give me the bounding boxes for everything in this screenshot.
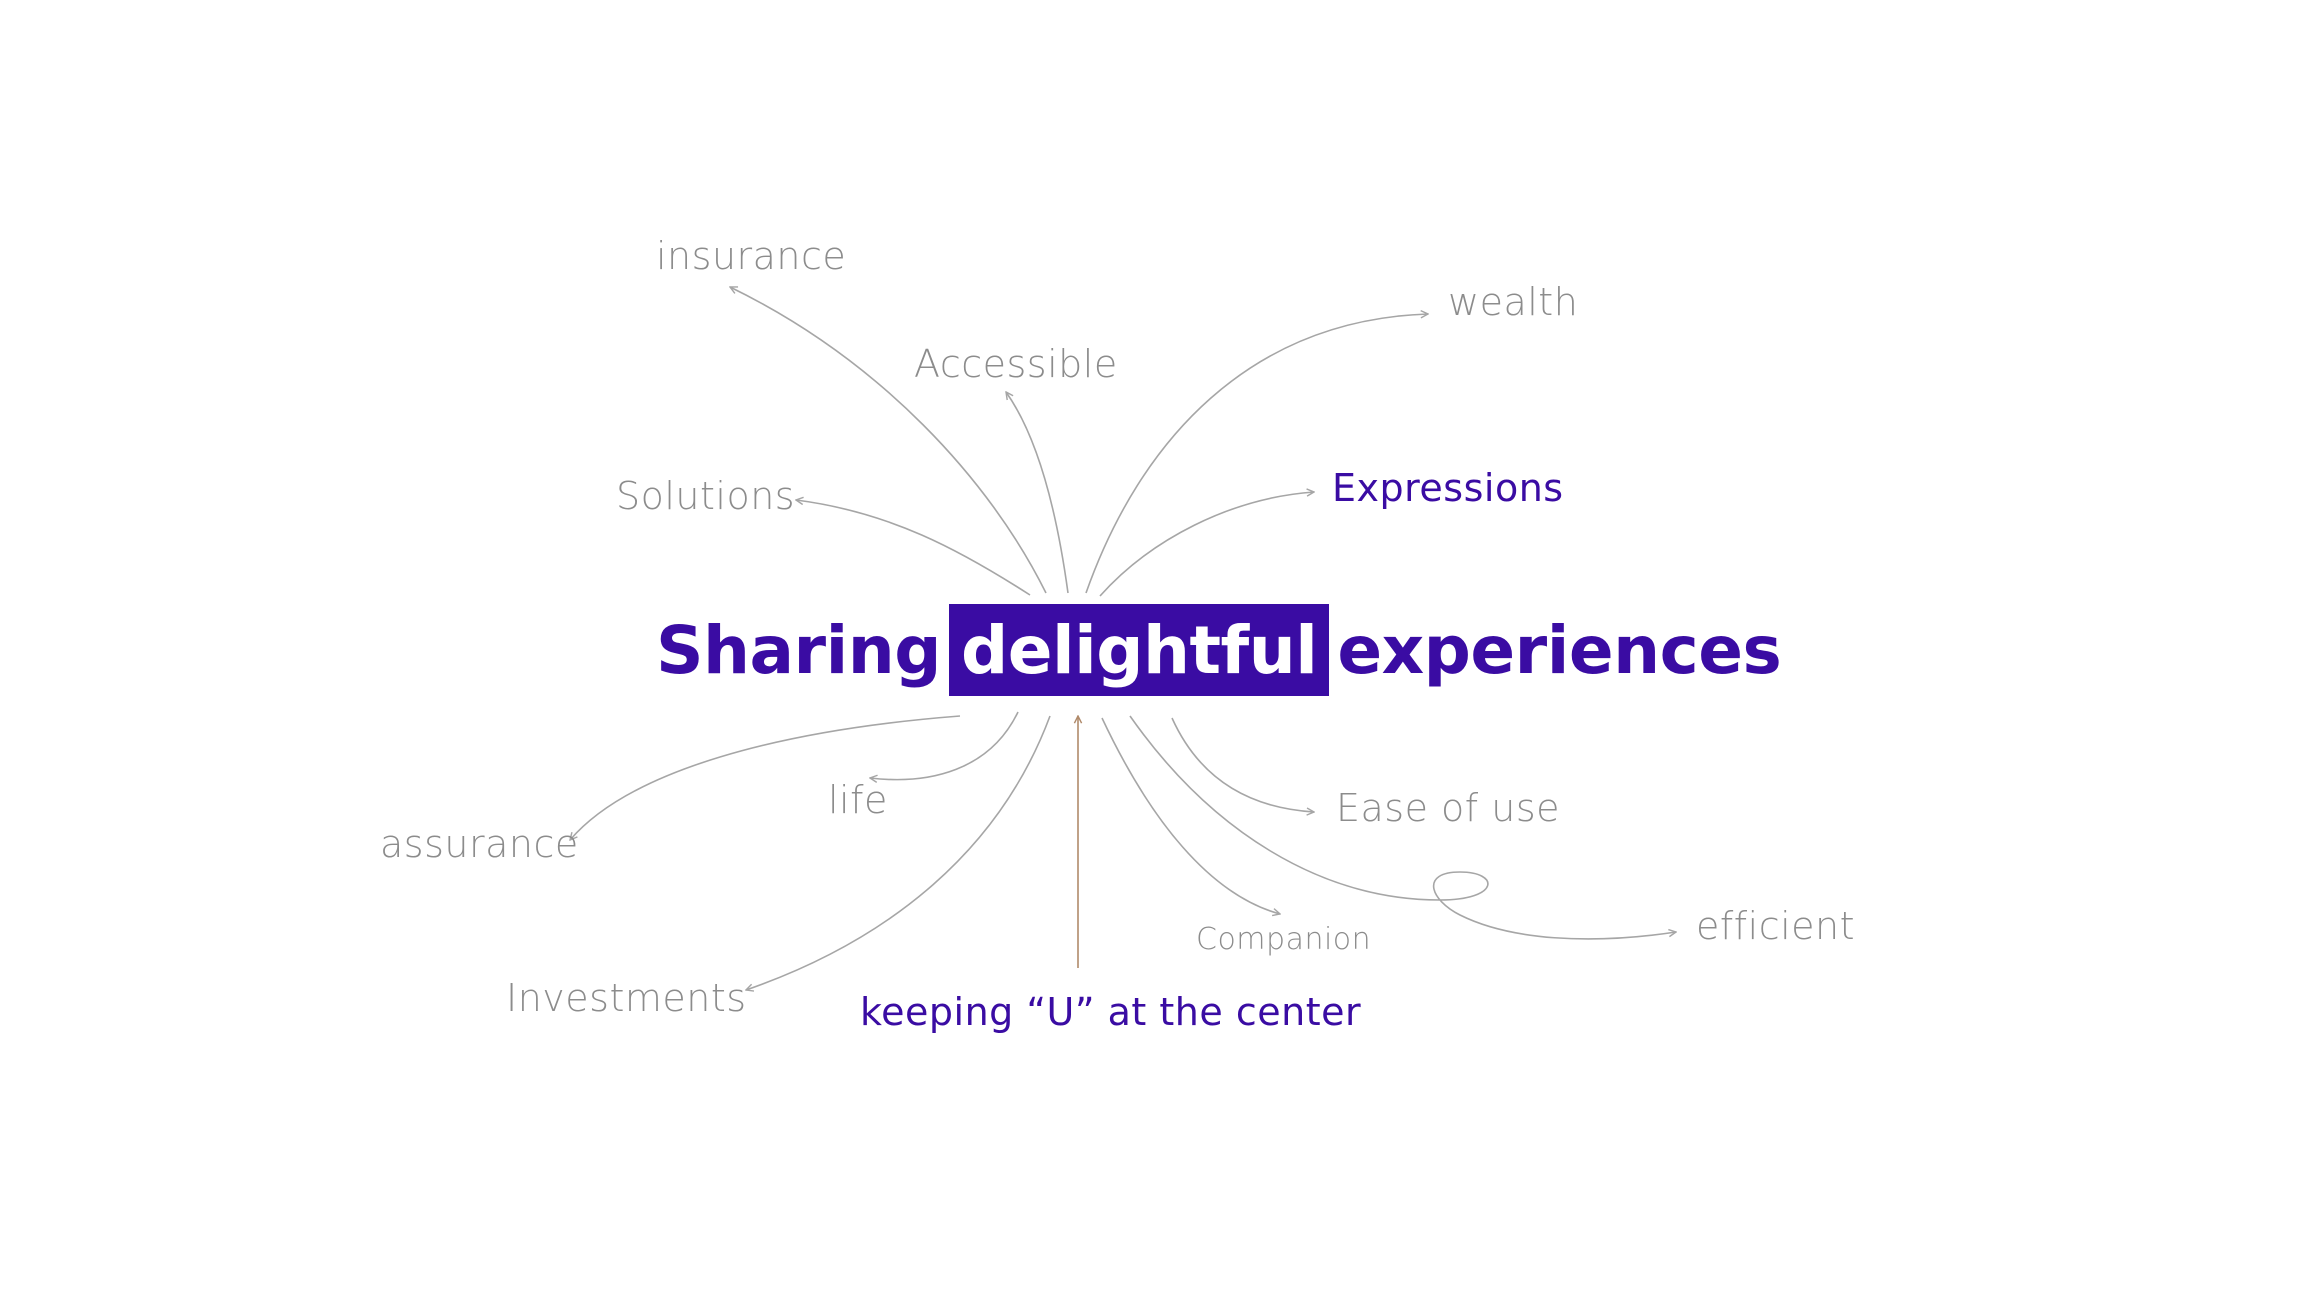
connector-life [870,711,1019,780]
connector-accessible [1006,392,1069,594]
label-accessible: Accessible [914,342,1118,386]
label-center: keeping “U” at the center [860,990,1362,1034]
label-efficient: efficient [1696,904,1856,948]
label-expressions: Expressions [1332,466,1564,510]
label-wealth: wealth [1448,280,1579,324]
connector-ease-of-use [1171,717,1314,812]
label-insurance: insurance [656,234,847,278]
label-investments: Investments [506,976,747,1020]
headline-before: Sharing [656,611,941,689]
connector-expressions [1099,492,1314,597]
connector-companion [1101,717,1280,914]
label-life: life [828,778,888,822]
label-solutions: Solutions [616,474,796,518]
connector-insurance [730,287,1047,594]
label-ease-of-use: Ease of use [1336,786,1561,830]
headline: Sharing delightful experiences [656,602,1782,698]
connector-investments [746,715,1051,990]
connector-assurance [570,715,961,840]
headline-highlight: delightful [948,604,1330,696]
label-companion: Companion [1196,922,1372,957]
connector-wealth [1085,314,1428,594]
headline-after: experiences [1337,611,1782,689]
connector-efficient [1129,715,1676,940]
connector-solutions [796,500,1031,596]
label-assurance: assurance [380,822,579,866]
